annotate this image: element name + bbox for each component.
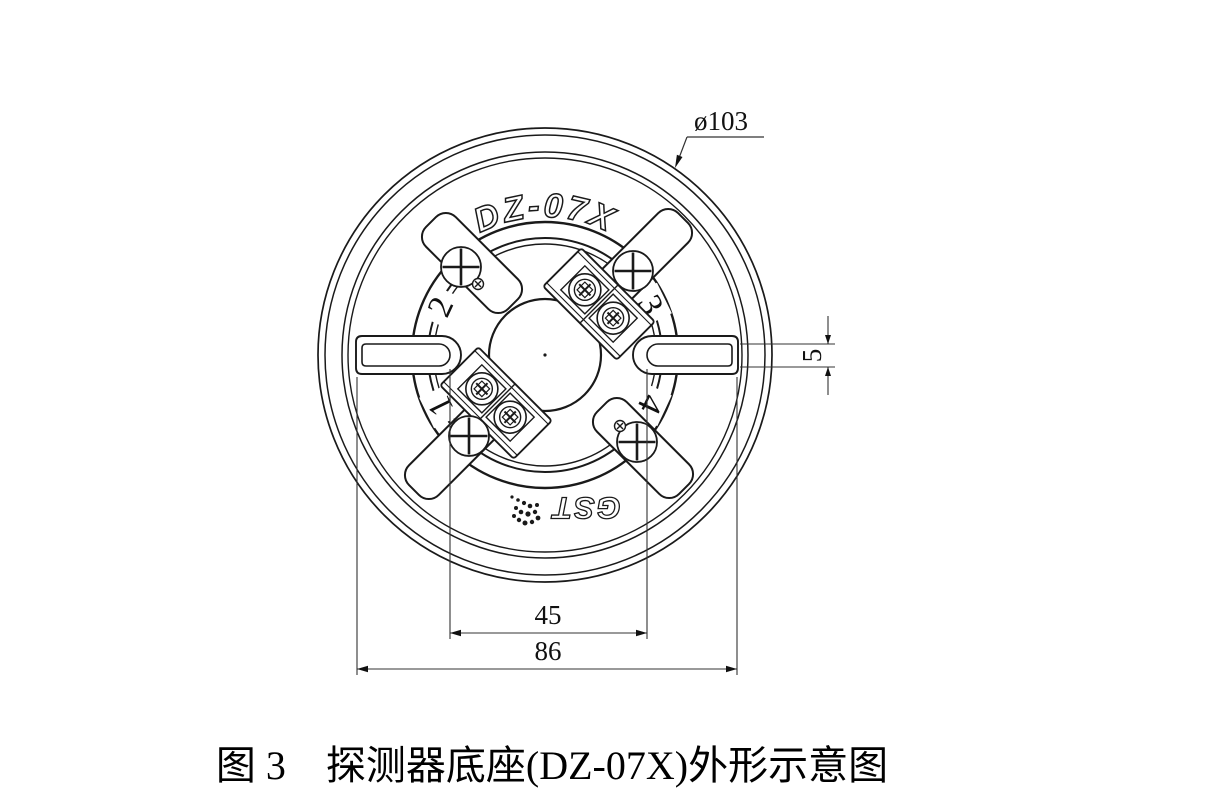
terminal-screw xyxy=(493,400,527,434)
terminal-screw xyxy=(465,372,499,406)
terminal-washer xyxy=(559,264,610,315)
brand-logo-mark xyxy=(510,495,541,526)
terminal-washer xyxy=(588,293,639,344)
phillips-screw-tab2 xyxy=(440,246,482,288)
brand-logo-text: GST xyxy=(550,491,621,526)
center-point xyxy=(543,353,547,357)
dimension-diameter: ø103 xyxy=(675,106,764,168)
detector-base-drawing: 2 3 1 4 xyxy=(317,106,835,675)
terminal-divider xyxy=(476,383,516,423)
slot-inner-outline xyxy=(646,343,733,367)
dim-arrowhead xyxy=(825,367,831,376)
dimension-diameter-label: ø103 xyxy=(694,106,748,136)
terminal-screw xyxy=(596,301,630,335)
brand-logo: GST xyxy=(510,490,622,526)
dim-arrowhead xyxy=(726,665,737,673)
pilot-hole-tab2 xyxy=(471,277,485,291)
rim-circle-3 xyxy=(341,151,749,559)
pilot-hole-tab4 xyxy=(613,419,627,433)
dim-arrowhead xyxy=(636,629,647,637)
outer-rim-circles xyxy=(317,127,773,583)
slot-inner-outline xyxy=(361,343,451,367)
dimension-outer-span-label: 86 xyxy=(535,636,562,666)
dimension-screw-span-label: 45 xyxy=(535,600,562,630)
product-model-arc: DZ-07X xyxy=(467,186,619,241)
terminal-block-lower-left xyxy=(440,347,552,459)
rim-circle-2 xyxy=(324,134,766,576)
rim-circle-4 xyxy=(347,157,743,553)
terminal-washer xyxy=(456,363,507,414)
dim-arrowhead xyxy=(450,629,461,637)
dimension-slot-height-label: 5 xyxy=(797,349,827,363)
leader-line xyxy=(678,136,688,159)
dimension-slot-height: 5 xyxy=(740,316,835,395)
terminal-number-1: 1 xyxy=(419,383,463,429)
figure-caption: 图 3 探测器底座(DZ-07X)外形示意图 xyxy=(215,743,889,788)
terminal-screw xyxy=(568,273,602,307)
dim-arrowhead xyxy=(825,335,831,344)
mounting-slot-left xyxy=(355,335,462,375)
dim-arrowhead xyxy=(357,665,368,673)
dimension-outer-span: 86 xyxy=(356,377,738,675)
mounting-slot-right xyxy=(632,335,739,375)
terminal-number-2: 2 xyxy=(419,284,463,330)
terminal-washer xyxy=(485,392,536,443)
leader-arrowhead xyxy=(675,154,683,168)
phillips-screw-tab1 xyxy=(448,415,490,457)
number-halo xyxy=(419,284,463,330)
phillips-screw-tab3 xyxy=(612,250,654,292)
terminal-divider xyxy=(579,284,619,324)
dimension-screw-span: 45 xyxy=(449,369,648,639)
outer-circle xyxy=(317,127,773,583)
product-model-text: DZ-07X xyxy=(468,187,622,240)
